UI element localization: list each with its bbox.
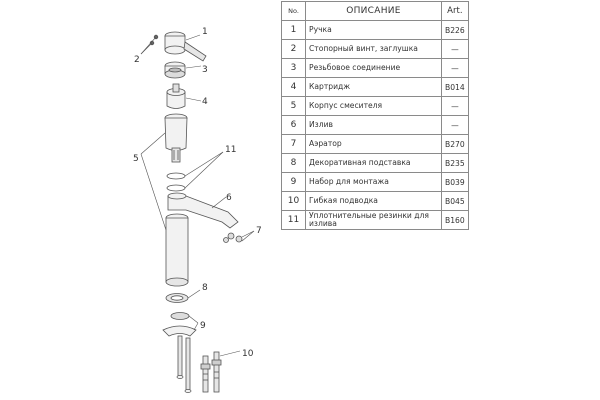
row-no: 2 [281,39,306,59]
table-row: 3 Резьбовое соединение — [281,58,469,78]
table-row: 2 Стопорный винт, заглушка — [281,39,469,59]
part-flexible-hoses [200,351,222,393]
part-mixer-body-upper [164,113,188,163]
row-description: Резьбовое соединение [305,58,442,78]
row-no: 9 [281,172,306,192]
table-header-row: No. ОПИСАНИЕ Art. [281,1,469,21]
row-description: Стопорный винт, заглушка [305,39,442,59]
row-description: Набор для монтажа [305,172,442,192]
row-description: Картридж [305,77,442,97]
row-description: Аэратор [305,134,442,154]
row-description: Излив [305,115,442,135]
row-description: Уплотнительные резинки для излива [305,210,442,230]
row-description: Гибкая подводка [305,191,442,211]
row-no: 6 [281,115,306,135]
row-no: 10 [281,191,306,211]
row-no: 3 [281,58,306,78]
row-no: 8 [281,153,306,173]
callout-8: 8 [202,283,208,293]
part-mixer-body-lower [165,213,189,287]
row-description: Корпус смесителя [305,96,442,116]
row-art: B045 [441,191,469,211]
callout-5: 5 [133,154,139,164]
row-description: Ручка [305,20,442,40]
part-decorative-base [165,293,189,303]
row-no: 4 [281,77,306,97]
row-art: B235 [441,153,469,173]
exploded-view-drawing: 1 2 3 4 5 6 7 8 9 10 11 [133,27,262,393]
part-cartridge [166,83,186,109]
header-no: No. [281,1,306,21]
row-art: B014 [441,77,469,97]
table-row: 10 Гибкая подводка B045 [281,191,469,211]
header-description: ОПИСАНИЕ [305,1,442,21]
row-art: B226 [441,20,469,40]
part-spout [167,192,239,229]
table-row: 7 Аэратор B270 [281,134,469,154]
table-row: 4 Картридж B014 [281,77,469,97]
table-row: 11 Уплотнительные резинки для излива B16… [281,210,469,230]
part-o-rings [166,172,186,192]
row-no: 5 [281,96,306,116]
callout-4: 4 [202,97,208,107]
row-no: 11 [281,210,306,230]
callout-10: 10 [242,349,254,359]
row-no: 7 [281,134,306,154]
callout-2: 2 [134,55,140,65]
row-art: B039 [441,172,469,192]
callout-6: 6 [226,193,232,203]
part-mounting-kit [162,312,197,393]
callout-3: 3 [202,65,208,75]
header-art: Art. [441,1,469,21]
table-row: 5 Корпус смесителя — [281,96,469,116]
row-no: 1 [281,20,306,40]
callout-1: 1 [202,27,208,37]
table-row: 1 Ручка B226 [281,20,469,40]
row-description: Декоративная подставка [305,153,442,173]
leader-lines [140,34,255,357]
row-art: — [441,39,469,59]
row-art: B160 [441,210,469,230]
parts-table: No. ОПИСАНИЕ Art. 1 Ручка B226 2 Стопорн… [281,1,469,230]
row-art: — [441,58,469,78]
table-row: 6 Излив — [281,115,469,135]
part-handle [164,31,207,62]
part-threaded-ring [164,61,186,79]
row-art: — [441,115,469,135]
callout-9: 9 [200,321,206,331]
callout-7: 7 [256,226,262,236]
table-row: 8 Декоративная подставка B235 [281,153,469,173]
table-row: 9 Набор для монтажа B039 [281,172,469,192]
part-aerator [223,232,243,243]
row-art: — [441,96,469,116]
row-art: B270 [441,134,469,154]
callout-11: 11 [225,145,236,155]
